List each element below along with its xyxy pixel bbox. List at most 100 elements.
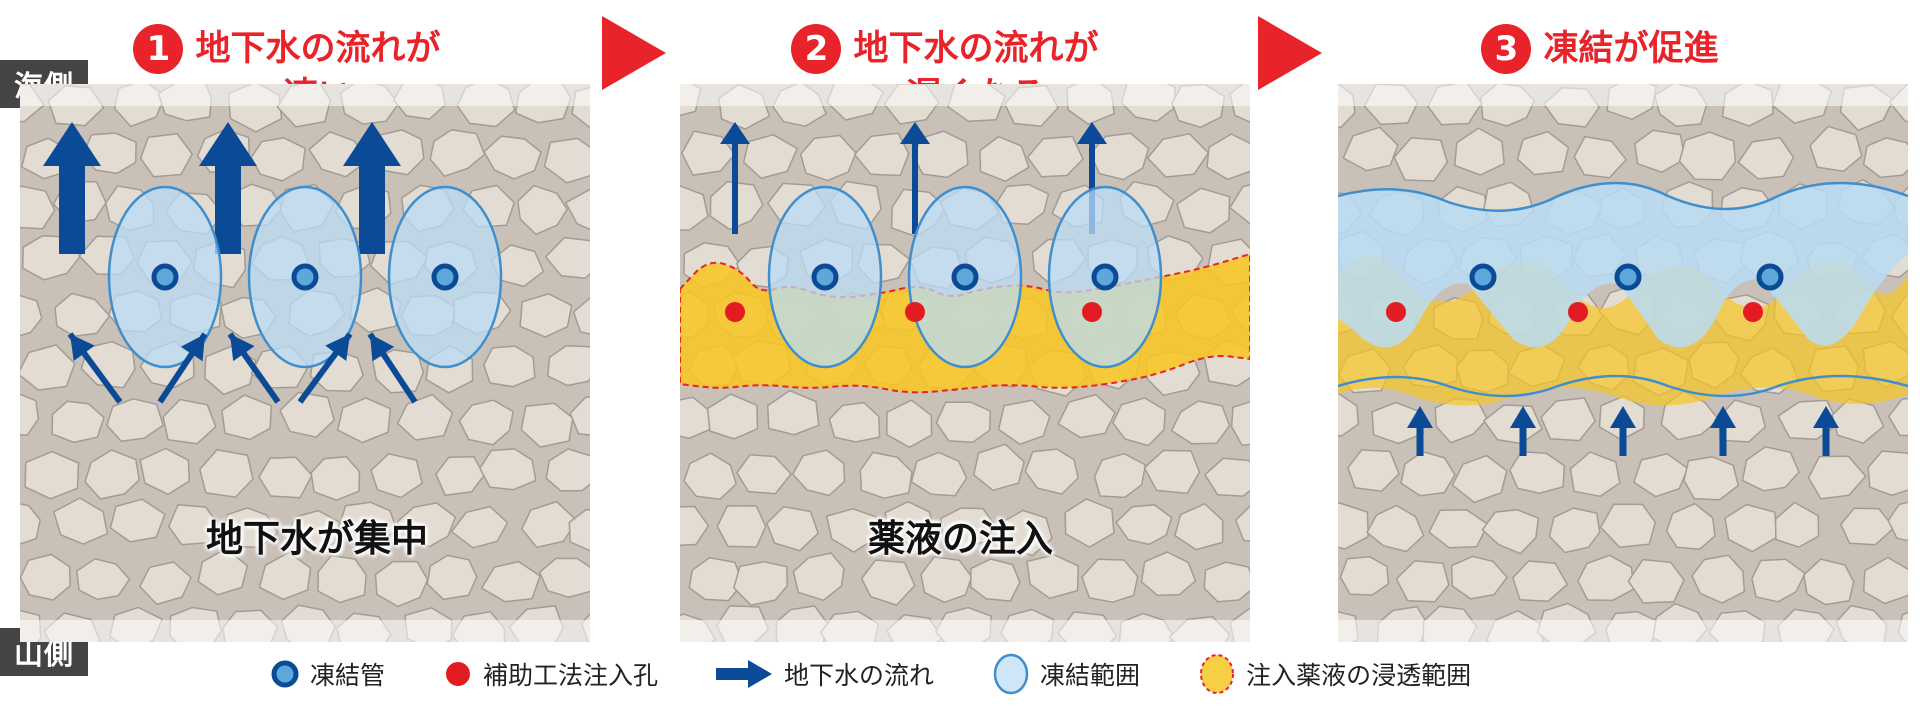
gravel-stone <box>24 450 80 500</box>
gravel-stone <box>1112 397 1166 447</box>
gravel-stone <box>766 505 819 552</box>
groundwater-flow-arrowhead <box>180 334 205 362</box>
gravel-stone <box>544 236 590 279</box>
gravel-stone <box>1339 556 1390 596</box>
gravel-stone <box>1540 397 1596 442</box>
gravel-stone <box>203 345 257 396</box>
gravel-stone <box>545 448 590 492</box>
gravel-stone <box>1347 449 1400 493</box>
legend-item-freeze-pipe: 凍結管 <box>270 656 385 692</box>
gravel-stone <box>853 132 910 177</box>
gravel-stone <box>1887 501 1908 542</box>
gravel-stone <box>51 400 105 444</box>
gravel-stone <box>1143 449 1201 495</box>
gravel-stone <box>683 452 737 501</box>
gravel-stone <box>139 133 193 178</box>
gravel-stone <box>458 399 514 446</box>
gravel-stone <box>1741 446 1800 492</box>
gravel-stone <box>1774 501 1820 548</box>
freeze-pipe-icon <box>1091 263 1119 291</box>
gravel-stone <box>1665 502 1716 551</box>
gravel-stone <box>1338 502 1369 550</box>
legend-item-groundwater-flow: 地下水の流れ <box>716 656 934 692</box>
gravel-stone <box>258 551 312 601</box>
gravel-stone <box>1737 136 1795 180</box>
gravel-stone <box>106 398 164 443</box>
injection-hole-icon <box>1568 302 1588 322</box>
step-3-panel <box>1338 84 1908 642</box>
freeze-pipe-icon <box>951 263 979 291</box>
step-2-badge: 2 <box>791 24 842 74</box>
gravel-stone <box>733 561 788 606</box>
legend-item-injection-hole: 補助工法注入孔 <box>443 656 658 692</box>
gravel-stone <box>995 183 1050 225</box>
gravel-stone <box>969 558 1021 602</box>
gravel-stone <box>680 505 710 546</box>
gravel-stone <box>1230 400 1250 447</box>
groundwater-flow-arrow-icon <box>43 122 101 254</box>
bottom-fade <box>680 620 1250 642</box>
gravel-stone <box>1569 451 1621 498</box>
groundwater-flow-arrow-icon <box>1610 406 1636 456</box>
gravel-stone <box>680 185 709 232</box>
injection-hole-icon <box>1386 302 1406 322</box>
gravel-stone <box>935 401 992 444</box>
gravel-stone <box>1634 129 1686 173</box>
gravel-stone <box>1400 450 1456 497</box>
gravel-stone <box>483 345 536 388</box>
gravel-stone <box>1840 507 1895 546</box>
gravel-stone <box>1481 509 1540 555</box>
freeze-pipe-icon <box>1756 263 1784 291</box>
gravel-stone <box>884 500 936 546</box>
gravel-stone <box>1867 450 1908 497</box>
gravel-stone <box>370 453 423 499</box>
gravel-stone <box>20 185 56 230</box>
gravel-stone <box>736 454 792 495</box>
gravel-stone <box>519 293 573 338</box>
gravel-stone <box>1234 505 1250 542</box>
freeze-pipe-icon <box>291 263 319 291</box>
gravel-stone <box>396 393 454 441</box>
gravel-stone <box>1548 507 1601 554</box>
gravel-stone <box>538 557 590 598</box>
step-1-caption: 地下水が集中 <box>206 517 428 560</box>
gravel-stone <box>336 397 392 444</box>
gravel-stone <box>766 389 820 436</box>
groundwater-flow-arrow-icon <box>716 660 773 688</box>
gravel-stone <box>1691 554 1746 604</box>
injection-hole-icon <box>725 302 745 322</box>
gravel-stone <box>1573 135 1627 179</box>
gravel-stone <box>1831 398 1885 444</box>
gravel-stone <box>1509 451 1566 494</box>
gravel-stone <box>706 393 759 440</box>
gravel-stone <box>1862 137 1908 179</box>
step-3-title-line1: 凍結が促進 <box>1543 29 1719 69</box>
gravel-stone <box>52 497 109 545</box>
top-fade <box>680 84 1250 106</box>
gravel-stone <box>1115 504 1173 546</box>
gravel-stone <box>1026 135 1084 178</box>
gravel-stone <box>792 552 845 602</box>
gravel-stone <box>20 294 43 337</box>
gravel-stone <box>940 507 996 548</box>
gravel-stone <box>973 443 1025 492</box>
step-1-title-line1: 地下水の流れが <box>195 29 441 69</box>
gravel-stone <box>109 498 166 543</box>
freeze-range-bottom-edge <box>1338 374 1908 398</box>
gravel-stone <box>979 135 1030 183</box>
gravel-stone <box>1450 555 1508 600</box>
gravel-stone <box>54 292 111 338</box>
legend-label: 地下水の流れ <box>784 661 935 690</box>
gravel-stone <box>885 399 933 449</box>
gravel-stone <box>568 508 590 552</box>
gravel-stone <box>825 508 877 553</box>
freeze-pipe-icon <box>431 263 459 291</box>
gravel-stone <box>1170 400 1231 445</box>
gravel-stone <box>569 395 590 436</box>
gravel-stone <box>1338 392 1360 437</box>
gravel-stone <box>317 554 367 604</box>
gravel-stone <box>450 505 509 549</box>
injection-hole-icon <box>1082 302 1102 322</box>
freeze-range-icon <box>993 653 1029 695</box>
gravel-stone <box>197 548 249 596</box>
